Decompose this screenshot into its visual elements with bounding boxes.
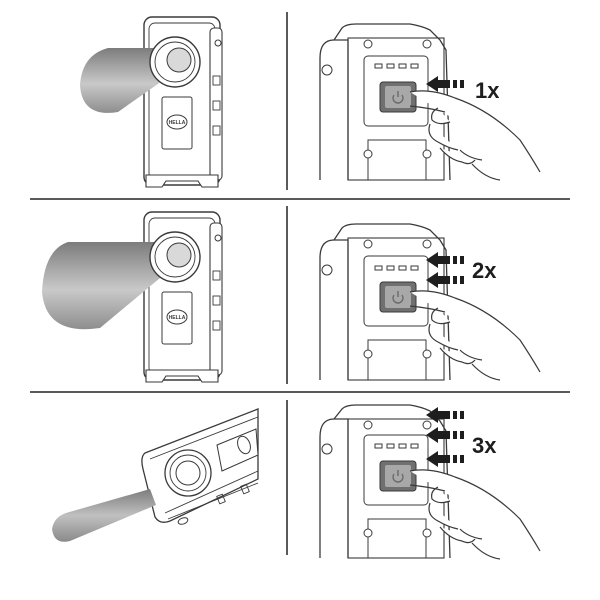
press-arrow-icon: [426, 427, 464, 443]
press-arrow-icon: [426, 272, 464, 288]
press-arrow-icon: [426, 76, 464, 92]
svg-text:HELLA: HELLA: [169, 120, 186, 126]
press-arrow-icon: [426, 407, 464, 423]
press-count-label: 2x: [472, 258, 497, 283]
step-2-press-button: 2x: [290, 200, 600, 390]
hand-pressing-power-button-illustration: [319, 223, 541, 381]
row-divider-1: [30, 198, 570, 200]
work-light-illustration: HELLA: [42, 211, 223, 383]
step-3-light-angled-view: [0, 393, 285, 600]
hand-pressing-power-button-illustration: [319, 404, 541, 560]
press-count-label: 3x: [472, 433, 497, 458]
press-count-label: 1x: [475, 78, 500, 103]
work-light-illustration: HELLA: [80, 16, 223, 188]
step-3-press-button: 3x: [290, 393, 600, 600]
work-light-illustration: [52, 408, 259, 542]
press-arrow-icon: [426, 451, 464, 467]
step-2-light-front-view: HELLA: [0, 200, 285, 390]
column-divider-3: [286, 400, 288, 555]
column-divider-2: [286, 206, 288, 384]
row-divider-2: [30, 391, 570, 393]
step-1-light-front-view: HELLA: [0, 0, 285, 197]
hand-pressing-power-button-illustration: [319, 23, 541, 181]
press-arrow-icon: [426, 252, 464, 268]
svg-text:HELLA: HELLA: [169, 315, 186, 321]
column-divider-1: [286, 12, 288, 190]
step-1-press-button: 1x: [290, 0, 600, 197]
